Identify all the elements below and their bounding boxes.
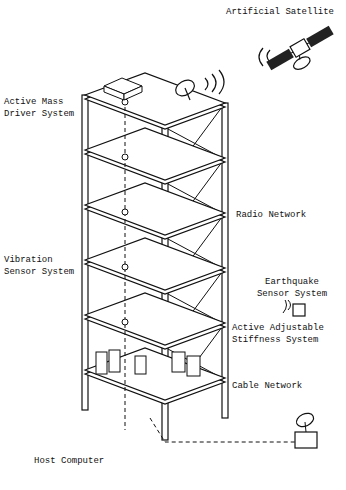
label-text: Host Computer xyxy=(34,455,104,467)
cable-network xyxy=(150,411,317,448)
floor-slabs xyxy=(85,73,225,404)
roof-dish xyxy=(173,77,197,100)
columns xyxy=(82,95,228,440)
label-text: Artificial Satellite xyxy=(226,6,334,18)
radio-waves xyxy=(205,48,270,94)
mass-driver xyxy=(104,78,142,100)
satellite xyxy=(266,25,341,83)
label-text: Active Adjustable Stiffness System xyxy=(232,322,332,346)
label-text: Cable Network xyxy=(232,380,302,392)
host-computers xyxy=(96,350,200,376)
label-text: Vibration Sensor System xyxy=(4,254,80,278)
label-text: Active Mass Driver System xyxy=(4,96,80,120)
vibration-sensors xyxy=(122,99,128,430)
label-text: Earthquake Sensor System xyxy=(254,276,330,300)
label-text: Radio Network xyxy=(236,209,306,221)
